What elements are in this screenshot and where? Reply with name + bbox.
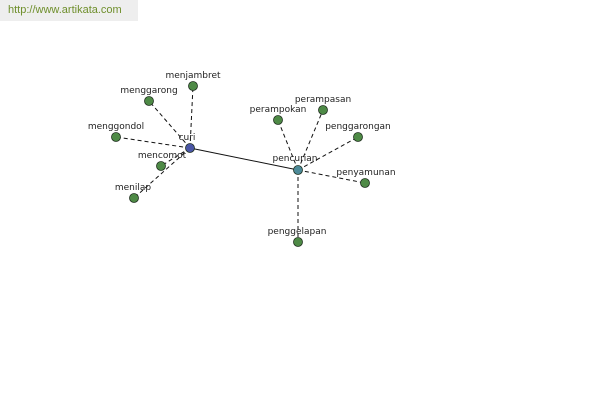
edge-curi-mencomot [160,147,191,167]
edge-curi-menjambret [189,85,194,149]
node-menggarong[interactable] [144,96,154,106]
node-menilap[interactable] [129,193,139,203]
node-menjambret[interactable] [188,81,198,91]
node-penyamunan[interactable] [360,178,370,188]
node-perampasan[interactable] [318,105,328,115]
edge-curi-pencurian [189,147,299,171]
node-label-perampasan[interactable]: perampasan [295,95,351,105]
edge-pencurian-penyamunan [297,169,366,184]
edge-pencurian-penggarongan [297,136,359,171]
node-label-penggarongan[interactable]: penggarongan [325,122,391,132]
edge-pencurian-perampasan [297,109,324,171]
edges-layer [115,85,366,242]
node-label-menjambret[interactable]: menjambret [165,71,221,81]
edge-curi-menggondol [115,136,191,149]
node-label-menggarong[interactable]: menggarong [120,86,177,96]
node-label-menilap[interactable]: menilap [115,183,152,193]
labels-layer: curi pencurian menjambret menggarong menggon… [88,71,396,237]
node-penggelapan[interactable] [293,237,303,247]
node-label-penggelapan[interactable]: penggelapan [268,227,327,237]
edge-curi-menilap [133,147,191,199]
watermark-bar: http://www.artikata.com [0,0,138,21]
nodes-layer [111,81,370,247]
watermark-link[interactable]: http://www.artikata.com [8,4,122,16]
node-mencomot[interactable] [156,161,166,171]
node-label-penyamunan[interactable]: penyamunan [336,168,395,178]
node-label-mencomot[interactable]: mencomot [138,151,187,161]
node-label-menggondol[interactable]: menggondol [88,122,144,132]
node-label-pencurian[interactable]: pencurian [272,154,317,164]
edge-pencurian-perampokan [277,119,299,171]
node-label-perampokan[interactable]: perampokan [250,105,307,115]
edge-curi-menggarong [148,100,191,149]
node-penggarongan[interactable] [353,132,363,142]
node-label-curi[interactable]: curi [179,133,196,143]
node-menggondol[interactable] [111,132,121,142]
node-pencurian[interactable] [293,165,303,175]
node-perampokan[interactable] [273,115,283,125]
node-curi[interactable] [185,143,195,153]
